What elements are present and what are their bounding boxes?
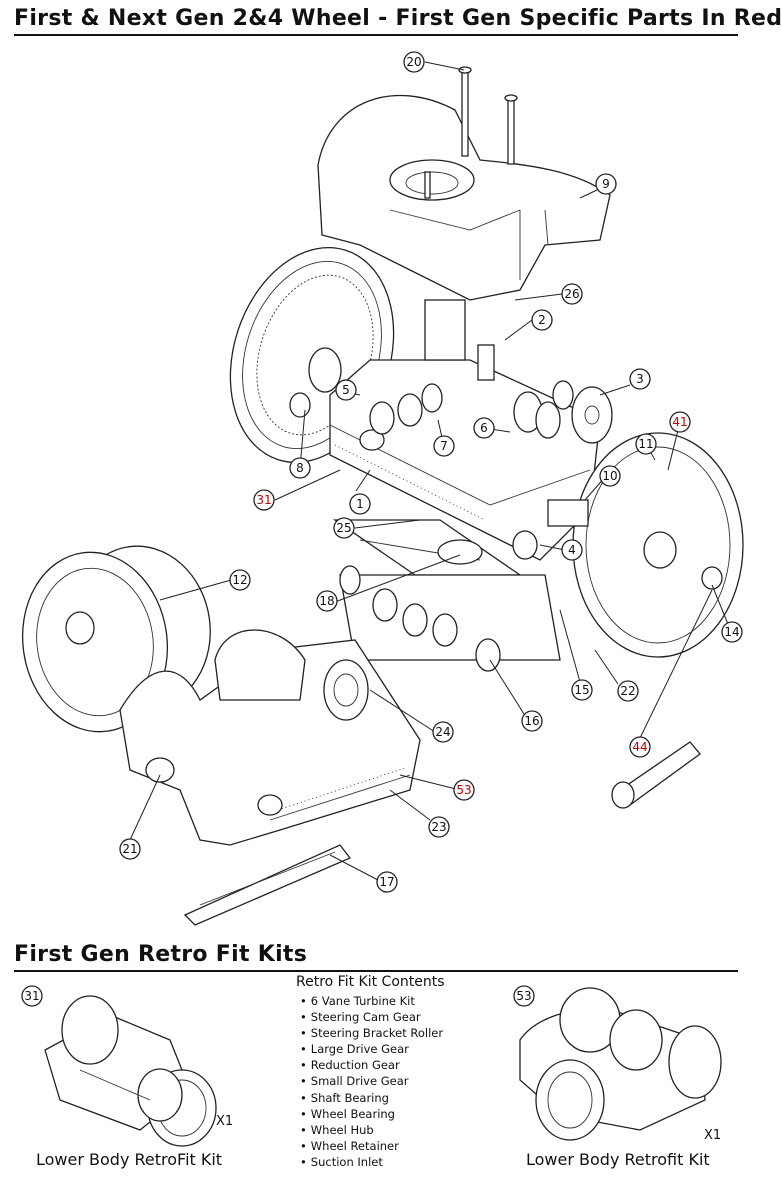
callout-4: 4 — [561, 539, 583, 561]
page-title: First & Next Gen 2&4 Wheel - First Gen S… — [14, 4, 782, 36]
callout-53: 53 — [453, 779, 475, 801]
callout-18: 18 — [316, 590, 338, 612]
callout-11: 11 — [635, 433, 657, 455]
svg-text:9: 9 — [602, 177, 610, 191]
callout-22: 22 — [617, 680, 639, 702]
kit-right-qty: X1 — [704, 1128, 722, 1143]
tread-drawing — [183, 844, 352, 926]
kit-contents-list: 6 Vane Turbine Kit Steering Cam Gear Ste… — [296, 993, 496, 1170]
top-shell-drawing — [317, 94, 611, 301]
callout-5: 5 — [335, 379, 357, 401]
svg-text:10: 10 — [602, 469, 617, 483]
list-item: Wheel Hub — [300, 1122, 496, 1138]
svg-text:31: 31 — [256, 493, 271, 507]
callout-21: 21 — [119, 838, 141, 860]
kit-left-qty: X1 — [216, 1114, 234, 1129]
section-title: First Gen Retro Fit Kits — [14, 940, 738, 972]
svg-text:12: 12 — [232, 573, 247, 587]
list-item: Small Drive Gear — [300, 1073, 496, 1089]
svg-text:17: 17 — [379, 875, 394, 889]
svg-text:31: 31 — [24, 989, 39, 1003]
svg-text:1: 1 — [356, 497, 364, 511]
svg-text:20: 20 — [406, 55, 421, 69]
list-item: Wheel Retainer — [300, 1138, 496, 1154]
kit-contents: Retro Fit Kit Contents 6 Vane Turbine Ki… — [296, 974, 496, 1170]
svg-text:22: 22 — [620, 684, 635, 698]
callout-3: 3 — [629, 368, 651, 390]
kit-contents-title: Retro Fit Kit Contents — [296, 974, 445, 990]
callout-6: 6 — [473, 417, 495, 439]
svg-text:2: 2 — [538, 313, 546, 327]
lower-body-drawing — [119, 629, 421, 846]
kit-right-caption: Lower Body Retrofit Kit — [526, 1150, 710, 1169]
right-wheel-drawing — [572, 432, 744, 658]
callout-9: 9 — [595, 173, 617, 195]
list-item: Suction Inlet — [300, 1154, 496, 1170]
list-item: 6 Vane Turbine Kit — [300, 993, 496, 1009]
svg-text:44: 44 — [632, 740, 647, 754]
svg-text:24: 24 — [435, 725, 450, 739]
svg-text:15: 15 — [574, 683, 589, 697]
svg-text:8: 8 — [296, 461, 304, 475]
list-item: Reduction Gear — [300, 1057, 496, 1073]
svg-text:4: 4 — [568, 543, 576, 557]
list-item: Steering Cam Gear — [300, 1009, 496, 1025]
svg-text:21: 21 — [122, 842, 137, 856]
svg-text:26: 26 — [564, 287, 579, 301]
svg-text:7: 7 — [440, 439, 448, 453]
callout-20: 20 — [403, 51, 425, 73]
callout-44: 44 — [629, 736, 651, 758]
callout-23: 23 — [428, 816, 450, 838]
screws-drawing — [424, 66, 518, 199]
callout-16: 16 — [521, 710, 543, 732]
svg-text:11: 11 — [638, 437, 653, 451]
svg-text:6: 6 — [480, 421, 488, 435]
callout-8: 8 — [289, 457, 311, 479]
callout-10: 10 — [599, 465, 621, 487]
callout-1: 1 — [349, 493, 371, 515]
kit-left-caption: Lower Body RetroFit Kit — [36, 1150, 223, 1169]
svg-text:14: 14 — [724, 625, 739, 639]
leader-lines — [129, 61, 729, 881]
callout-14: 14 — [721, 621, 743, 643]
svg-text:25: 25 — [336, 521, 351, 535]
callout-15: 15 — [571, 679, 593, 701]
svg-text:5: 5 — [342, 383, 350, 397]
list-item: Wheel Bearing — [300, 1106, 496, 1122]
svg-text:53: 53 — [516, 989, 531, 1003]
callout-41: 41 — [669, 411, 691, 433]
svg-text:53: 53 — [456, 783, 471, 797]
svg-text:16: 16 — [524, 714, 539, 728]
callout-17: 17 — [376, 871, 398, 893]
list-item: Steering Bracket Roller — [300, 1025, 496, 1041]
list-item: Large Drive Gear — [300, 1041, 496, 1057]
hub-parts-drawing — [512, 499, 589, 560]
shaft-drawing — [611, 741, 701, 809]
kit-left-drawing — [44, 995, 217, 1147]
callout-24: 24 — [432, 721, 454, 743]
svg-text:23: 23 — [431, 820, 446, 834]
kit-right-badge: 53 — [513, 985, 535, 1007]
gears-drawing — [369, 380, 574, 439]
svg-text:3: 3 — [636, 372, 644, 386]
roller-axle-drawing — [339, 565, 561, 672]
callout-2: 2 — [531, 309, 553, 331]
exploded-parts-diagram: 20 9 26 2 3 5 7 6 8 41 11 10 31 1 25 4 1… — [21, 51, 744, 1147]
left-wheel-pair-drawing — [21, 545, 211, 733]
svg-text:41: 41 — [672, 415, 687, 429]
callout-12: 12 — [229, 569, 251, 591]
kit-left-badge: 31 — [21, 985, 43, 1007]
callout-26: 26 — [561, 283, 583, 305]
kit-right-drawing — [519, 987, 722, 1141]
list-item: Shaft Bearing — [300, 1090, 496, 1106]
steering-cam-drawing — [571, 386, 613, 444]
svg-text:18: 18 — [319, 594, 334, 608]
callout-7: 7 — [433, 435, 455, 457]
callout-25: 25 — [333, 517, 355, 539]
callout-31: 31 — [253, 489, 275, 511]
